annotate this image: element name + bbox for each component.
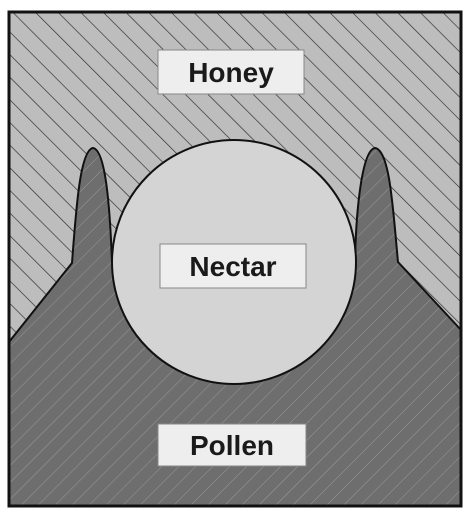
honey-label: Honey (188, 57, 274, 88)
pollen-label-box: Pollen (158, 424, 306, 466)
nectar-label-box: Nectar (160, 244, 306, 288)
honey-label-box: Honey (158, 50, 304, 94)
nectar-label: Nectar (189, 251, 276, 282)
pollen-label: Pollen (190, 430, 274, 461)
